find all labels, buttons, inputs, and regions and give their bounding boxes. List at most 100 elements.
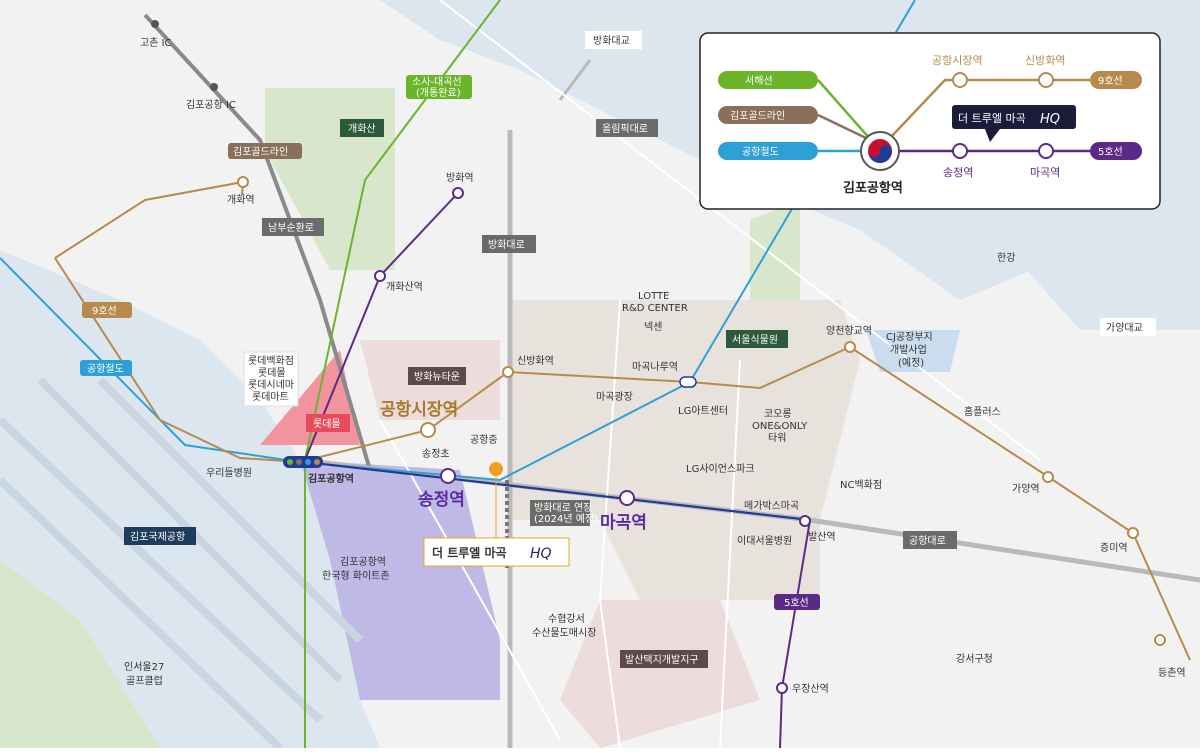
legend-callout-text: 더 트루엘 마곡 — [958, 112, 1026, 125]
gimpo-airport-ic-label: 김포공항 IC — [186, 99, 236, 111]
legend-line9: 9호선 — [1098, 75, 1123, 87]
extension-year-label: (2024년 예정) — [534, 513, 598, 525]
magok-big-label: 마곡역 — [600, 513, 647, 533]
gaehwa-station-label: 개화역 — [227, 194, 255, 206]
botanic-label: 서울식물원 — [732, 334, 778, 346]
white-zone-label-1: 김포공항역 — [340, 556, 386, 568]
transit-legend: 서해선 김포골드라인 공항철도 김포공항역 공항시장역 신방화역 9호선 송정역… — [699, 32, 1161, 210]
banghwa-road-label: 방화대로 — [488, 239, 525, 251]
balsan-dev-label: 발산택지개발지구 — [625, 654, 699, 666]
legend-seohae: 서해선 — [745, 74, 773, 87]
lotte-label-1: 롯데백화점 — [248, 355, 294, 367]
lottemall-tag — [306, 414, 350, 432]
yangcheon-station-label: 양천향교역 — [826, 325, 872, 337]
extension-tag — [530, 500, 590, 526]
lotte-rd-label-2: R&D CENTER — [622, 303, 688, 314]
line9-west — [54, 180, 245, 259]
kolon-label-1: 코오롱 — [764, 408, 792, 420]
gimpo-gold-tag — [228, 143, 302, 159]
kolon-label-3: 타워 — [768, 431, 786, 444]
airport-market-big-label: 공항시장역 — [380, 399, 458, 420]
lg-science-label: LG사이언스파크 — [686, 463, 755, 475]
nambu-ring-label: 남부순환로 — [268, 222, 314, 234]
songjeong-school-label: 송정초 — [422, 448, 450, 460]
legend-line5: 5호선 — [1098, 146, 1123, 158]
site-logo: HQ — [530, 546, 552, 562]
gimpo-gold-tag-label: 김포골드라인 — [233, 146, 288, 158]
legend-callout-logo: HQ — [1040, 112, 1060, 127]
line5-tag-label: 5호선 — [784, 597, 809, 609]
botanic-green — [750, 200, 800, 330]
golf-label-1: 인서울27 — [124, 661, 164, 673]
airport-road-label: 공항대로 — [909, 535, 946, 547]
golf-green — [0, 560, 160, 748]
legend-airport-market: 공항시장역 — [932, 54, 983, 67]
gimpo-airport-station-label: 김포공항역 — [308, 472, 354, 485]
botanic-tag — [726, 330, 788, 348]
soshae-label-1: 소사-대곡선 — [412, 76, 462, 88]
banghwa-bridge-label: 방화대교 — [593, 35, 630, 47]
legend-sinbanghwa: 신방화역 — [1025, 54, 1065, 67]
nambu-ring-tag — [262, 218, 324, 236]
gimpo-intl-tag — [124, 527, 196, 545]
line9-route — [54, 257, 1191, 661]
gaehwasan-tag — [340, 119, 384, 137]
homeplus-label: 홈플러스 — [964, 405, 1001, 418]
airport-road-tag — [903, 531, 957, 549]
gaehwasan-station-label: 개화산역 — [386, 281, 423, 293]
golf-label-2: 골프클럽 — [126, 675, 163, 687]
banghwa-bridge-box — [585, 31, 642, 49]
newtown-tag — [408, 367, 466, 385]
white-zone — [300, 460, 500, 700]
cj-label-1: CJ공장부지 — [886, 331, 933, 343]
fish-market-label-1: 수협강서 — [548, 612, 585, 625]
han-river-label: 한강 — [997, 252, 1015, 264]
site-callout — [423, 537, 570, 567]
magoknaru-station-label: 마곡나루역 — [632, 361, 678, 373]
soshae-label-2: (개통완료) — [416, 87, 461, 99]
legend-gimpo-gold: 김포골드라인 — [730, 110, 785, 122]
lotte-rd-label-1: LOTTE — [638, 291, 669, 302]
station-markers — [151, 20, 1166, 694]
white-zone-label-2: 한국형 화이트존 — [322, 570, 390, 582]
gaehwasan-label: 개화산 — [348, 123, 376, 135]
gayang-station-label: 가양역 — [1012, 483, 1040, 495]
olympic-road-label: 올림픽대로 — [602, 123, 648, 135]
banghwa-road-tag — [482, 235, 536, 253]
fish-market-label-2: 수산물도매시장 — [532, 627, 596, 639]
nexen-label: 넥센 — [644, 321, 662, 333]
legend-songjeong: 송정역 — [943, 166, 973, 179]
gayang-bridge-box — [1100, 318, 1156, 336]
line9-tag-west — [82, 302, 132, 318]
cj-label-3: (예정) — [898, 357, 924, 369]
nc-dept-label: NC백화점 — [840, 479, 882, 491]
sinbanghwa-station-label: 신방화역 — [517, 355, 554, 367]
lottemall-label: 롯데몰 — [313, 418, 341, 430]
magok-district — [510, 300, 860, 600]
lotte-label-4: 롯데마트 — [252, 391, 289, 403]
lotte-label-2: 롯데몰 — [258, 367, 286, 379]
cj-site-area — [866, 330, 960, 372]
airport-rail-line — [0, 0, 916, 482]
line5-main — [304, 461, 811, 521]
balsan-dev-area — [560, 600, 760, 748]
line9-tag-label: 9호선 — [92, 305, 117, 317]
balsan-station-label: 발산역 — [808, 531, 836, 543]
site-name: 더 트루엘 마곡 — [432, 545, 507, 560]
songjeong-big-label: 송정역 — [418, 490, 465, 510]
jeungmi-station-label: 증미역 — [1100, 542, 1128, 554]
lg-artcenter-label: LG아트센터 — [678, 405, 728, 417]
banghwa-station-label: 방화역 — [446, 172, 474, 184]
gayang-bridge-label: 가양대교 — [1106, 322, 1143, 334]
gangseo-office-label: 강서구청 — [956, 653, 993, 665]
gonghang-mid-label: 공항중 — [470, 434, 498, 446]
line5-tag — [774, 594, 820, 610]
megabox-label: 메가박스마곡 — [744, 500, 799, 512]
extension-label: 방화대로 연장 — [534, 502, 592, 514]
airport-rail-tag-label: 공항철도 — [87, 363, 124, 375]
ujangsan-station-label: 우장산역 — [792, 683, 829, 695]
lotte-box — [243, 351, 299, 407]
kolon-label-2: ONE&ONLY — [752, 421, 808, 432]
